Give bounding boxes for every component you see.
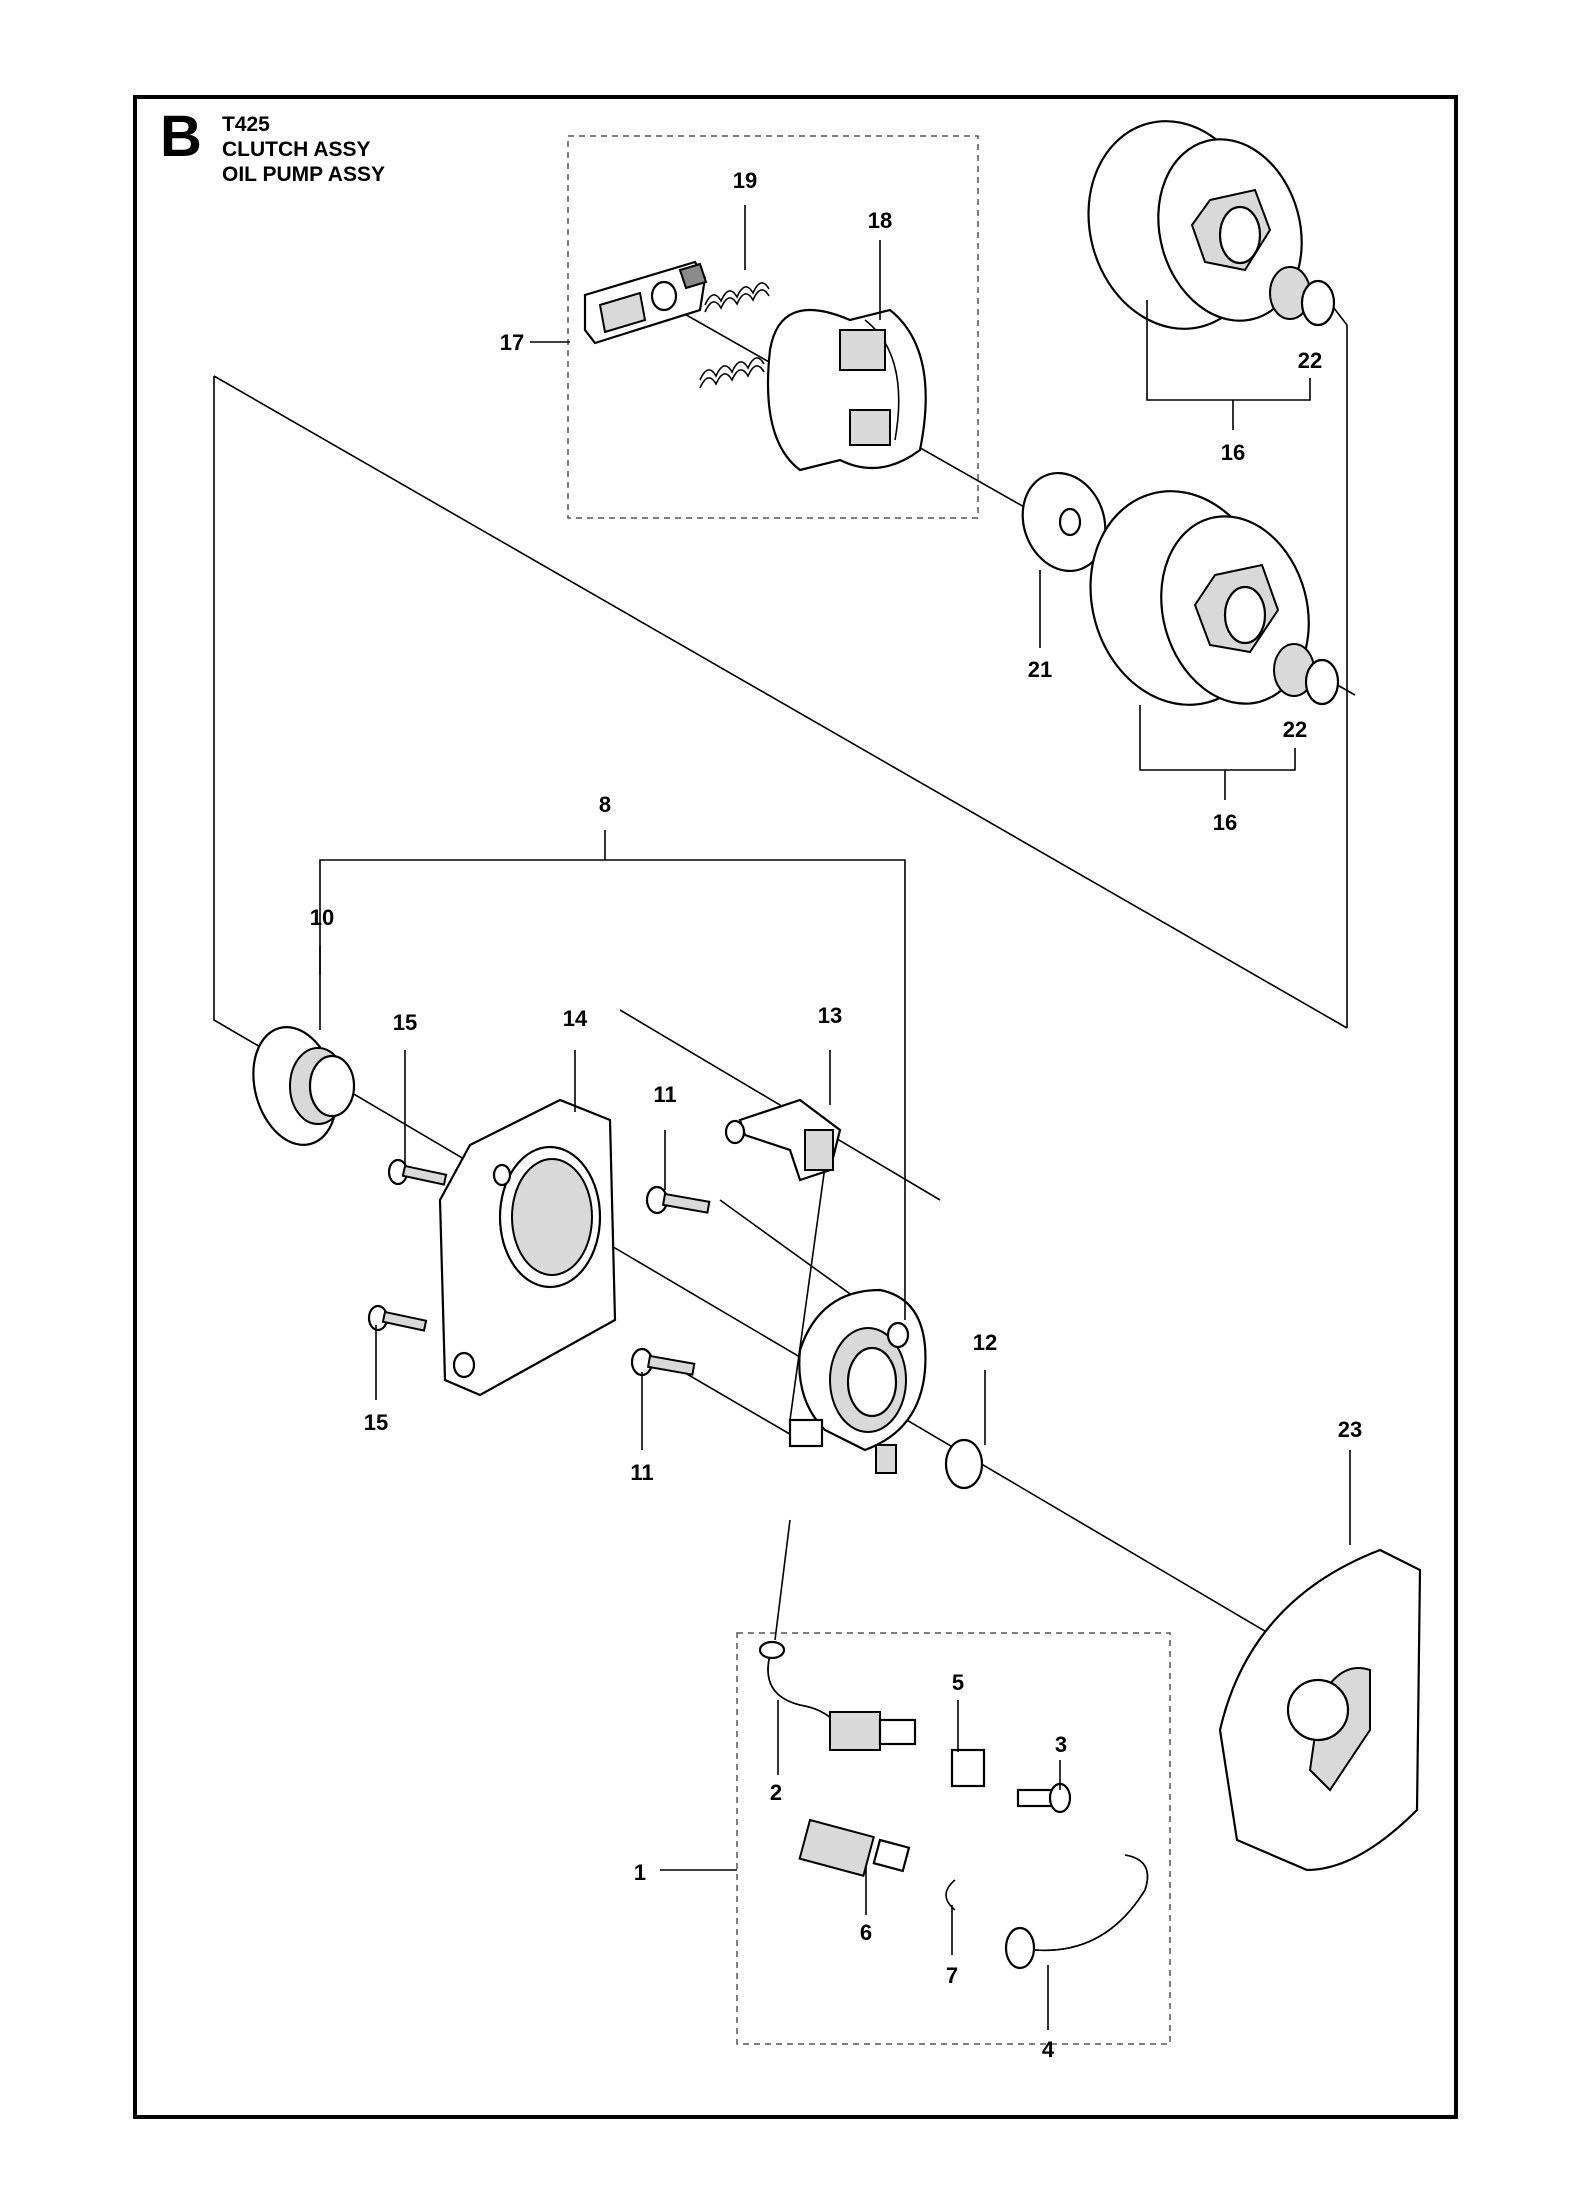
callout-2: 2	[770, 1780, 782, 1805]
part-19-spring-lower	[699, 357, 765, 389]
callout-3: 3	[1055, 1732, 1067, 1757]
callout-22-lower: 22	[1283, 717, 1307, 742]
part-5-connector	[829, 1711, 986, 1788]
worm-axis-line	[789, 1129, 831, 1421]
part-2-oil-hose	[758, 1640, 841, 1731]
cover-axis-line	[619, 1009, 941, 1201]
callout-6: 6	[860, 1920, 872, 1945]
leader-lines	[319, 205, 1351, 2030]
part-11-bolt-lower	[630, 1347, 696, 1377]
callout-23: 23	[1338, 1417, 1362, 1442]
part-17-clutch-shoe	[583, 260, 708, 345]
callout-16-lower: 16	[1213, 810, 1237, 835]
callout-17: 17	[500, 330, 524, 355]
model-number: T425	[222, 113, 270, 136]
part-19-spring-upper	[704, 282, 770, 313]
part-11-bolt-upper	[645, 1185, 711, 1215]
callout-11-upper: 11	[653, 1082, 676, 1107]
callout-21: 21	[1028, 657, 1052, 682]
part-10-adjuster-nut	[252, 1026, 356, 1146]
part-21-washer	[1021, 471, 1107, 573]
callout-14: 14	[563, 1006, 588, 1031]
part-18-clutch-body	[766, 308, 927, 472]
callout-16-upper: 16	[1221, 440, 1245, 465]
hose-axis-line	[774, 1519, 791, 1641]
callout-10: 10	[310, 905, 334, 930]
part-23-guide-plate	[1218, 1548, 1422, 1872]
part-16-clutch-drum-top	[1087, 120, 1303, 330]
callout-8: 8	[599, 792, 611, 817]
assembly-title-clutch: CLUTCH ASSY	[222, 138, 371, 161]
callout-22-upper: 22	[1298, 348, 1322, 373]
explode-frame-line-top	[213, 375, 1348, 1029]
diagram-frame	[133, 95, 1458, 2119]
part-7-clip	[945, 1879, 956, 1911]
part-22-bearing-bottom	[1273, 643, 1340, 706]
explode-frame-line-left	[213, 376, 263, 1049]
title-block: T425 CLUTCH ASSY OIL PUMP ASSY	[222, 112, 385, 187]
assembly-title-oil-pump: OIL PUMP ASSY	[222, 163, 385, 186]
callout-15-upper: 15	[393, 1010, 417, 1035]
part-16-clutch-drum-bottom	[1089, 490, 1310, 706]
callout-7: 7	[946, 1963, 958, 1988]
callout-4: 4	[1042, 2037, 1055, 2062]
section-letter: B	[160, 104, 202, 169]
part-4-suction-hose	[1004, 1854, 1149, 1970]
part-15-screw-lower	[367, 1304, 428, 1332]
oil-pump-assy-group-box	[736, 1632, 1171, 2045]
part-14-cover-plate	[438, 1098, 617, 1397]
part-12-o-ring	[944, 1438, 984, 1490]
callout-11-lower: 11	[630, 1460, 653, 1485]
callout-19: 19	[733, 168, 757, 193]
bolt-axis-lower	[679, 1369, 801, 1441]
part-15-screw-upper	[387, 1158, 448, 1186]
callout-13: 13	[818, 1003, 842, 1028]
callout-1: 1	[634, 1860, 646, 1885]
callout-12: 12	[973, 1330, 997, 1355]
part-6-oil-filter	[798, 1818, 911, 1877]
callout-18: 18	[868, 208, 892, 233]
part-3-fitting	[1016, 1782, 1072, 1814]
part-13-worm-gear	[724, 1098, 842, 1182]
part-8-oil-pump-body	[788, 1288, 927, 1474]
callout-15-lower: 15	[364, 1410, 388, 1435]
part-22-bearing-top	[1269, 266, 1336, 327]
callout-5: 5	[952, 1670, 964, 1695]
